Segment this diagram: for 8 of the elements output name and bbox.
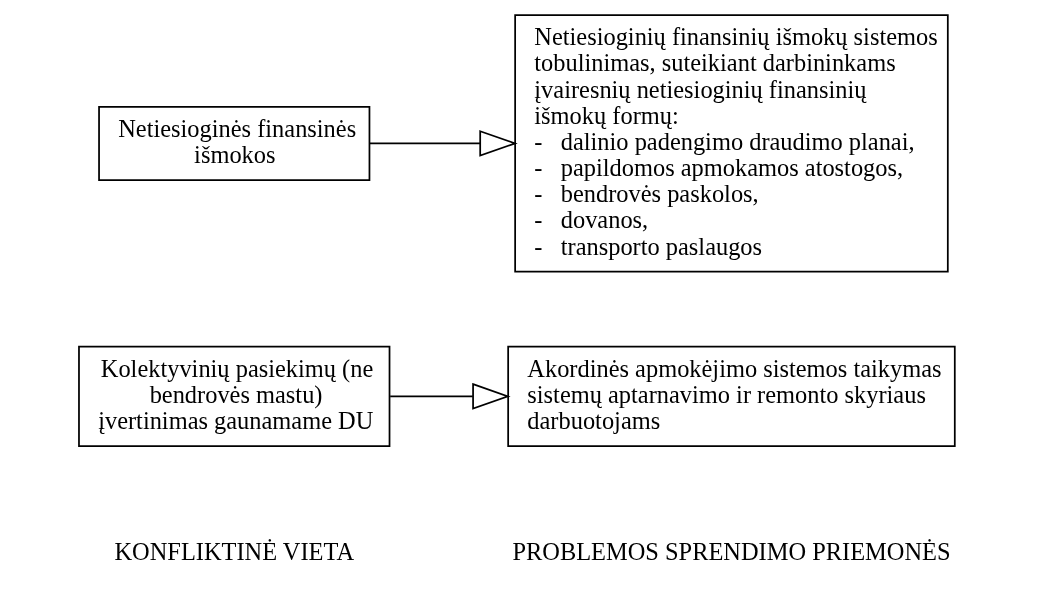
- label: PROBLEMOS SPRENDIMO PRIEMONĖS: [512, 537, 951, 565]
- node-box: Akordinės apmokėjimo sistemos taikymas sistemų aptarnavimo ir remonto skyriaus darbuotojams: [507, 345, 956, 447]
- arrow: [368, 130, 518, 157]
- node-box: Netiesioginių finansinių išmokų sistemos tobulinimas, suteikiant darbininkams įvairesnių netiesioginių finansinių išmokų formų: - dalinio padengimo draudimo planai, - papildomos apmokamos atostogos, - bendrovės paskolos, - dovanos, - transporto paslaugos: [514, 14, 949, 273]
- node-box: Kolektyvinių pasiekimų (ne bendrovės mastu) įvertinimas gaunamame DU: [78, 345, 391, 447]
- arrow: [389, 382, 511, 410]
- node-box: Netiesioginės finansinės išmokos: [98, 105, 371, 181]
- label: KONFLIKTINĖ VIETA: [114, 537, 355, 565]
